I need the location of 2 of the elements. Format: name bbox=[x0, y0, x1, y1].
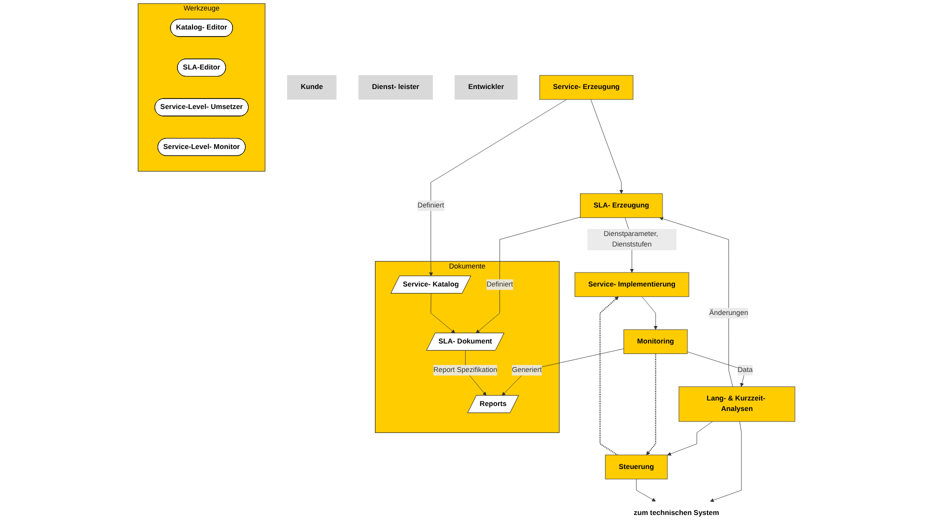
arrow bbox=[646, 354, 656, 456]
arrow bbox=[600, 296, 619, 456]
